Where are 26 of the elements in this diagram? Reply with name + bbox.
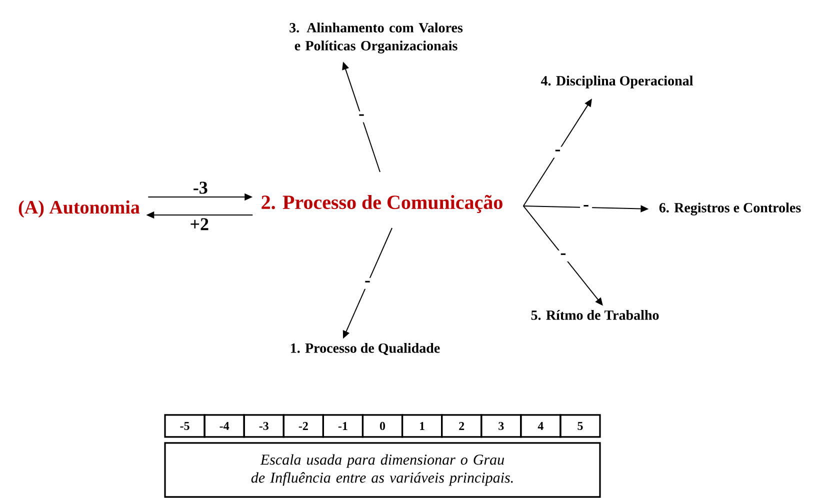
edge-label: -: [356, 111, 368, 122]
table-cell: 3: [480, 414, 522, 438]
node-label: 2. Processo de Comunicação: [262, 194, 502, 214]
table-cell: -2: [282, 414, 324, 438]
table-cell: 2: [441, 414, 482, 438]
edge-label: -: [580, 202, 592, 213]
table-cell: 1: [401, 414, 443, 438]
node-label: 6. Registros e Controles: [659, 202, 801, 216]
table-cell: -5: [164, 414, 206, 438]
edge-label: -: [362, 278, 374, 289]
table-cell: 4: [520, 414, 562, 438]
table-cell: -1: [322, 414, 364, 438]
table-cell: -3: [243, 414, 284, 438]
node-label: (A) Autonomia: [18, 200, 140, 218]
table-cell: 5: [560, 414, 601, 438]
node-label: 3. Alinhamento com Valores e Políticas Organizacionais: [290, 22, 463, 54]
edge-label: +2: [190, 218, 208, 230]
node-label: 5. Rítmo de Trabalho: [531, 310, 659, 320]
edge-label: -: [552, 146, 564, 158]
table-cell: -4: [204, 414, 245, 438]
edge-label: -: [557, 250, 570, 262]
node-label: 1. Processo de Qualidade: [291, 342, 440, 355]
node-label: 4. Disciplina Operacional: [540, 76, 693, 88]
caption-box: Escala usada para dimensionar o Grau de Influência entre as variáveis principais.: [164, 442, 601, 498]
table-cell: 0: [362, 414, 404, 438]
edge-label: -3: [194, 182, 208, 194]
